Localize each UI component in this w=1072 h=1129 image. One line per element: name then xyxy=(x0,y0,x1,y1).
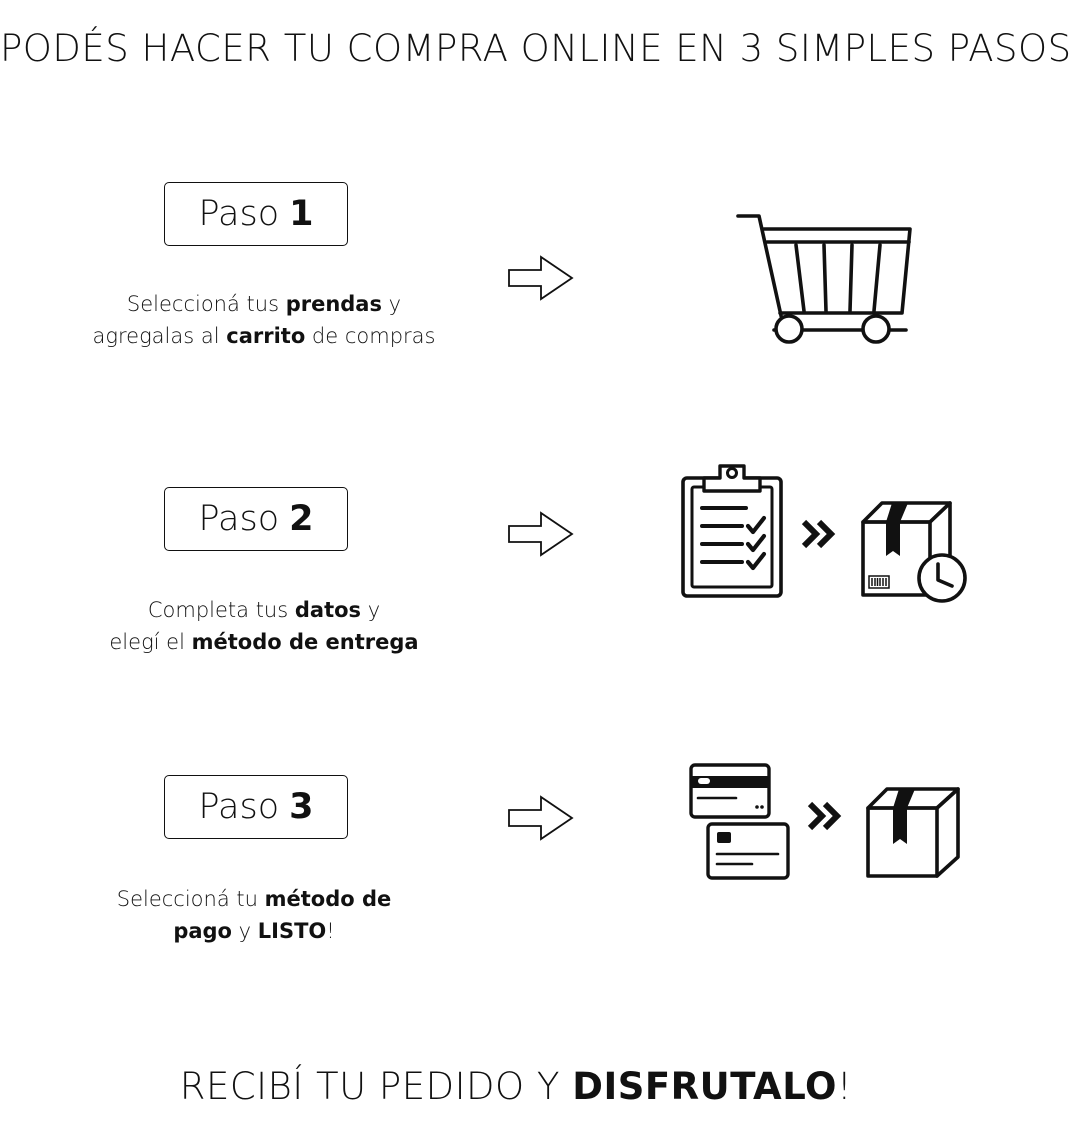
footer-bold-disfrutalo: DISFRUTALO xyxy=(572,1065,837,1108)
right-arrow-icon xyxy=(508,795,574,841)
double-chevron-icon xyxy=(807,801,842,831)
clipboard-checklist-icon xyxy=(681,464,783,598)
step-3-description-line-1: Seleccioná tu método de xyxy=(50,883,458,915)
footer-text: ! xyxy=(836,1065,853,1108)
step-3-label: Paso xyxy=(198,787,280,827)
shopping-cart-icon xyxy=(736,214,912,344)
step-3-description: Seleccioná tu método de pago y LISTO! xyxy=(50,883,458,947)
step-3-text: y xyxy=(231,919,258,943)
page-title: PODÉS HACER TU COMPRA ONLINE EN 3 SIMPLE… xyxy=(0,27,1072,70)
step-2-description-line-1: Completa tus datos y xyxy=(60,594,468,626)
step-2-description-line-2: elegí el método de entrega xyxy=(60,626,468,658)
package-icon xyxy=(866,787,960,878)
step-3-bold-listo: LISTO xyxy=(257,919,327,943)
step-2-text: y xyxy=(361,598,381,622)
step-3-number: 3 xyxy=(289,787,314,827)
package-clock-icon xyxy=(861,501,967,603)
step-3-bold-metodo: método de xyxy=(264,887,392,911)
step-1-bold-carrito: carrito xyxy=(226,324,306,348)
step-1-text: Seleccioná tus xyxy=(126,292,286,316)
step-3-text: Seleccioná tu xyxy=(116,887,265,911)
step-2-text: Completa tus xyxy=(147,598,295,622)
step-1-description: Seleccioná tus prendas y agregalas al ca… xyxy=(60,288,468,352)
step-1-text: agregalas al xyxy=(92,324,227,348)
step-1-text: de compras xyxy=(305,324,436,348)
step-1-text: y xyxy=(381,292,402,316)
step-3-description-line-2: pago y LISTO! xyxy=(50,915,458,947)
footer-message: RECIBÍ TU PEDIDO Y DISFRUTALO! xyxy=(0,1064,1032,1110)
double-chevron-icon xyxy=(801,519,836,549)
step-2-label: Paso xyxy=(198,499,280,539)
right-arrow-icon xyxy=(508,511,574,557)
right-arrow-icon xyxy=(508,255,574,301)
step-2-number: 2 xyxy=(289,499,314,539)
step-3-bold-pago: pago xyxy=(173,919,232,943)
credit-cards-icon xyxy=(689,763,790,880)
step-1-number: 1 xyxy=(289,194,314,234)
step-1-bold-prendas: prendas xyxy=(285,292,382,316)
step-1-label: Paso xyxy=(198,194,280,234)
step-2-bold-metodo-entrega: método de entrega xyxy=(191,630,419,654)
step-2-bold-datos: datos xyxy=(294,598,362,622)
step-1-description-line-2: agregalas al carrito de compras xyxy=(60,320,468,352)
step-1-description-line-1: Seleccioná tus prendas y xyxy=(60,288,468,320)
footer-text: RECIBÍ TU PEDIDO Y xyxy=(179,1065,573,1108)
step-2-text: elegí el xyxy=(109,630,192,654)
step-3-text: ! xyxy=(326,919,335,943)
step-2-description: Completa tus datos y elegí el método de … xyxy=(60,594,468,658)
